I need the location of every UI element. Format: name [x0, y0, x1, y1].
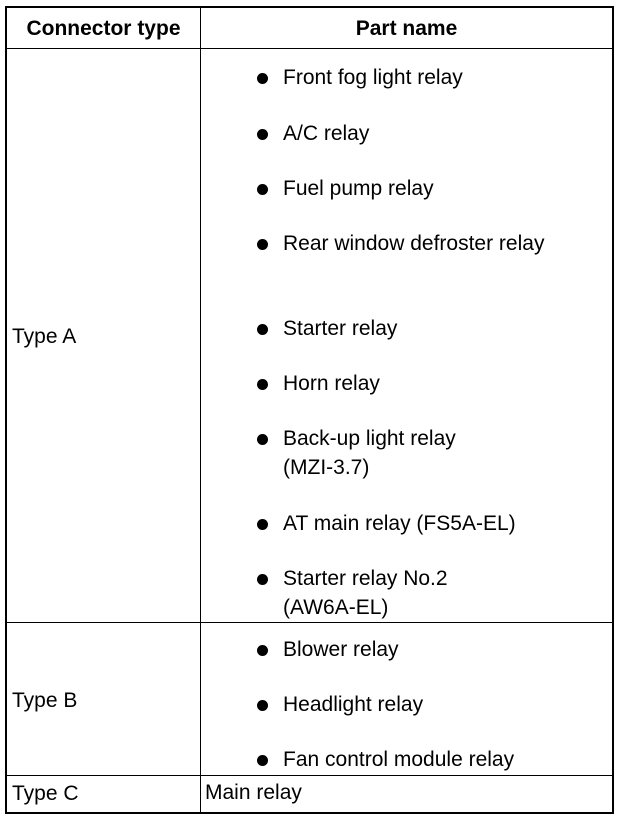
table-row-type-b: Type B Blower relay Headlight relay Fan …: [7, 623, 612, 776]
part-name: Rear window defroster relay: [283, 232, 545, 255]
bullet-icon: [257, 73, 268, 84]
bullet-icon: [257, 755, 268, 766]
part-name: Headlight relay: [283, 693, 424, 716]
part-name: Horn relay: [283, 372, 380, 395]
header-part-name: Part name: [355, 17, 458, 40]
table-row-type-a: Type A Front fog light relay A/C relay F…: [7, 49, 612, 623]
part-name: Fuel pump relay: [283, 177, 434, 200]
bullet-icon: [257, 129, 268, 140]
bullet-icon: [257, 434, 268, 445]
connector-type-label: Type C: [12, 782, 79, 805]
table-row-type-c: Type C Main relay: [7, 776, 612, 812]
part-name: Blower relay: [283, 638, 399, 661]
part-name: AT main relay (FS5A-EL): [283, 512, 516, 535]
part-name: Starter relay No.2 (AW6A-EL): [283, 567, 448, 619]
bullet-icon: [257, 239, 268, 250]
header-connector-type: Connector type: [26, 17, 181, 40]
connector-type-label: Type A: [12, 325, 77, 348]
bullet-icon: [257, 324, 268, 335]
part-name: Fan control module relay: [283, 748, 515, 771]
bullet-icon: [257, 519, 268, 530]
part-name: Front fog light relay: [283, 66, 463, 89]
part-name: Starter relay: [283, 317, 398, 340]
table-header-row: Connector type Part name: [7, 8, 612, 49]
bullet-icon: [257, 700, 268, 711]
column-divider: [200, 8, 201, 812]
part-name: A/C relay: [283, 122, 370, 145]
bullet-icon: [257, 184, 268, 195]
bullet-icon: [257, 574, 268, 585]
bullet-icon: [257, 645, 268, 656]
part-name: Back-up light relay (MZI-3.7): [283, 427, 456, 479]
connector-type-label: Type B: [12, 689, 78, 712]
bullet-icon: [257, 379, 268, 390]
part-name: Main relay: [205, 781, 302, 804]
connector-table: Connector type Part name Type A Front fo…: [5, 6, 614, 814]
